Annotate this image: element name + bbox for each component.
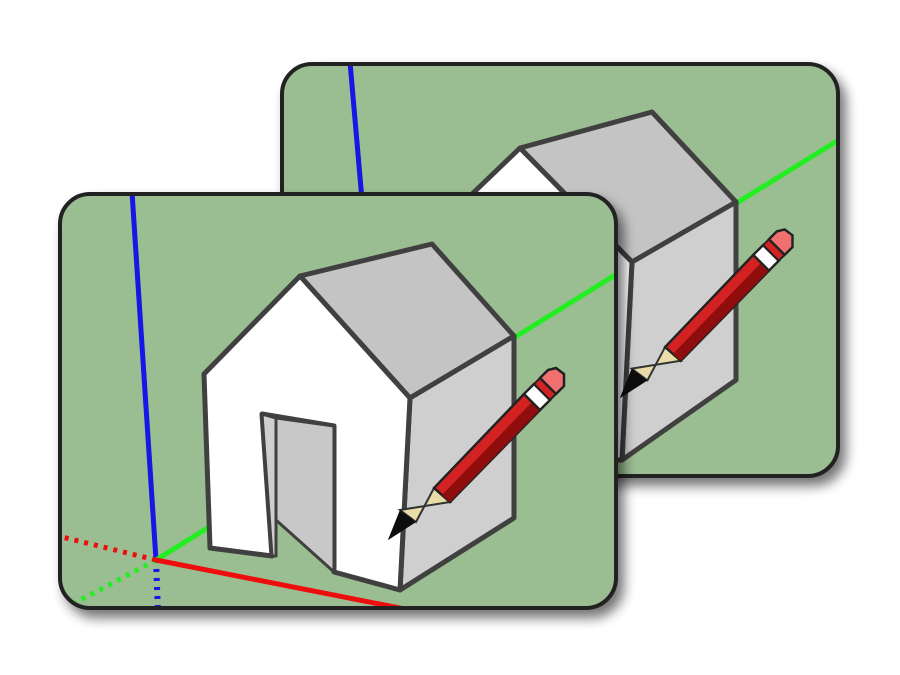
back-blue-axis xyxy=(347,64,365,201)
front-scene xyxy=(58,192,618,610)
front-blue-axis xyxy=(129,194,159,561)
front-red-axis xyxy=(155,557,421,608)
front-red-axis-dotted xyxy=(60,533,157,563)
